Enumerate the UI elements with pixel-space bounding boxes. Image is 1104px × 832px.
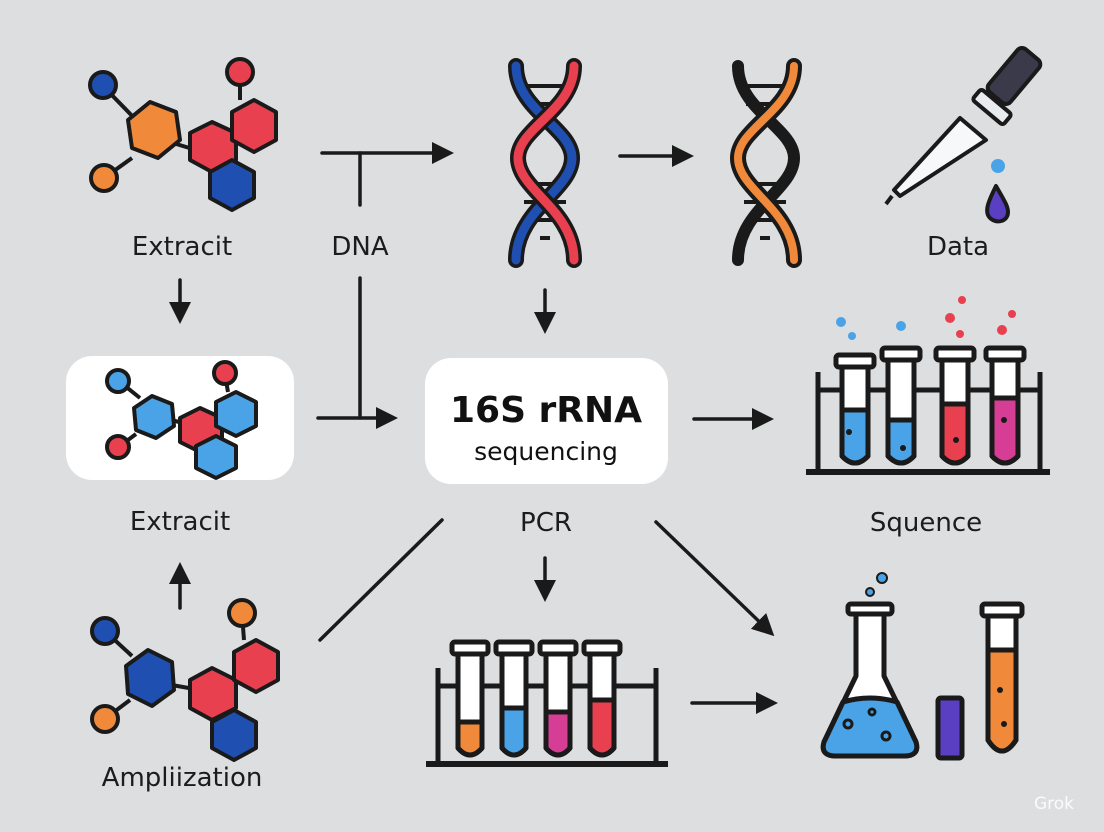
- test-tube-rack-icon: [806, 345, 1050, 475]
- watermark: Grok: [1033, 794, 1074, 814]
- flask-icon: [820, 601, 920, 759]
- molecule-icon-bottom: [90, 598, 280, 762]
- connector-arrows: [169, 142, 778, 714]
- tube-b4: [581, 639, 623, 758]
- center-box: [425, 358, 668, 484]
- tube-3: [933, 345, 977, 466]
- label-pcr: PCR: [520, 508, 572, 538]
- molecule-icon-mid: [105, 360, 258, 480]
- label-data: Data: [926, 232, 990, 262]
- vial-icon: [935, 695, 965, 761]
- tube-b3: [537, 639, 579, 758]
- label-extracit-top: Extracit: [131, 232, 233, 262]
- label-extracit-mid: Extracit: [129, 507, 231, 537]
- label-amplification: Ampliization: [101, 763, 263, 793]
- flask-bubbles: [865, 572, 888, 597]
- tube-1: [833, 352, 877, 466]
- label-dna: DNA: [331, 232, 389, 262]
- test-tube-icon: [979, 601, 1025, 754]
- test-tube-rack-icon-bottom: [426, 639, 668, 767]
- tube-2: [879, 345, 923, 466]
- diagonal-right: [654, 520, 775, 637]
- tube-4: [983, 345, 1027, 466]
- label-squence: Squence: [869, 508, 983, 538]
- tube-b1: [449, 639, 491, 758]
- dna-helix-icon: [508, 58, 582, 268]
- bubbles-right: [836, 296, 1016, 451]
- pipette-icon: [884, 46, 1043, 224]
- diagonal-left: [318, 518, 444, 642]
- tube-b2: [493, 639, 535, 758]
- molecule-icon: [88, 57, 278, 212]
- center-title: 16S rRNA: [449, 390, 643, 431]
- center-subtitle: sequencing: [474, 437, 618, 466]
- dna-helix-icon-2: [729, 58, 802, 268]
